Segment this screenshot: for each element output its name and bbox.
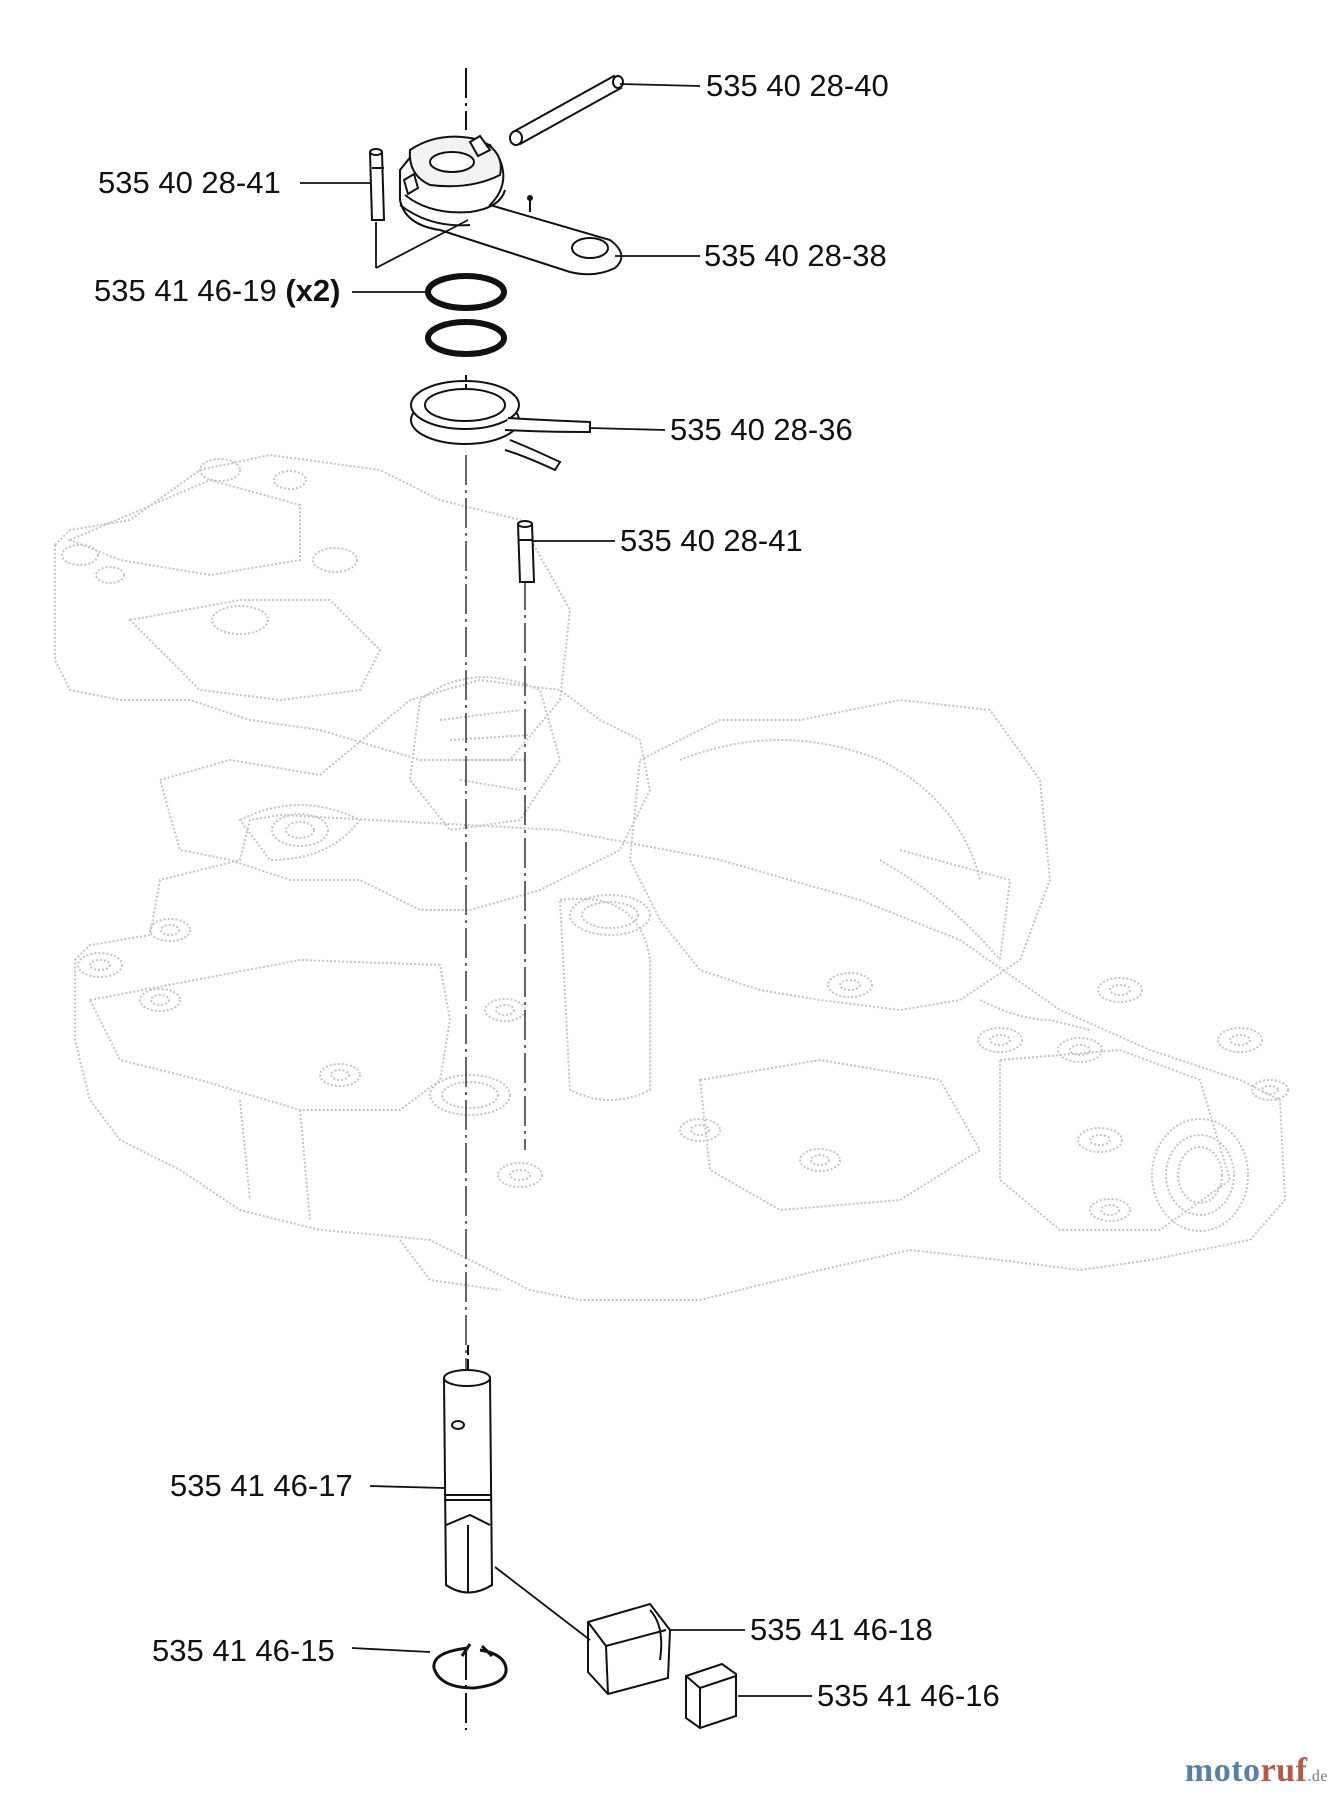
quantity-badge: (x2) [285,273,341,308]
part-label-535-41-46-17: 535 41 46-17 [170,1468,353,1503]
watermark-part-2: ruf [1260,1752,1308,1789]
part-label-535-40-28-38: 535 40 28-38 [704,238,887,273]
part-label-535-41-46-16: 535 41 46-16 [817,1678,1000,1713]
torsion-spring-part-535-40-28-36 [410,375,591,472]
shaft-part-535-41-46-17 [442,1345,494,1594]
motoruf-watermark: motoruf.de [1185,1752,1328,1790]
pin-part-535-40-28-40 [509,74,624,146]
part-label-535-41-46-18: 535 41 46-18 [750,1612,933,1647]
lever-part-535-40-28-38 [399,134,623,276]
part-label-535-40-28-41-upper: 535 40 28-41 [98,165,281,200]
part-label-535-40-28-40: 535 40 28-40 [706,68,889,103]
transmission-housing-outline [54,453,1289,1301]
pin-part-535-40-28-41-upper [368,148,386,221]
assembly-axis-lines [465,68,526,1730]
o-rings-part-535-41-46-19 [425,273,507,357]
leader-lines [300,83,812,1697]
block-part-535-41-46-18 [587,1602,672,1696]
part-label-535-41-46-19: 535 41 46-19 (x2) [94,273,340,309]
watermark-domain: .de [1307,1768,1328,1785]
part-label-535-41-46-15: 535 41 46-15 [152,1633,335,1668]
pin-part-535-40-28-41-lower [516,520,536,583]
block-part-535-41-46-16 [685,1662,737,1730]
circlip-part-535-41-46-15 [432,1643,508,1690]
part-label-535-40-28-41-lower: 535 40 28-41 [620,523,803,558]
part-number-535-41-46-19: 535 41 46-19 [94,273,277,308]
watermark-part-1: moto [1184,1752,1261,1789]
part-label-535-40-28-36: 535 40 28-36 [670,412,853,447]
